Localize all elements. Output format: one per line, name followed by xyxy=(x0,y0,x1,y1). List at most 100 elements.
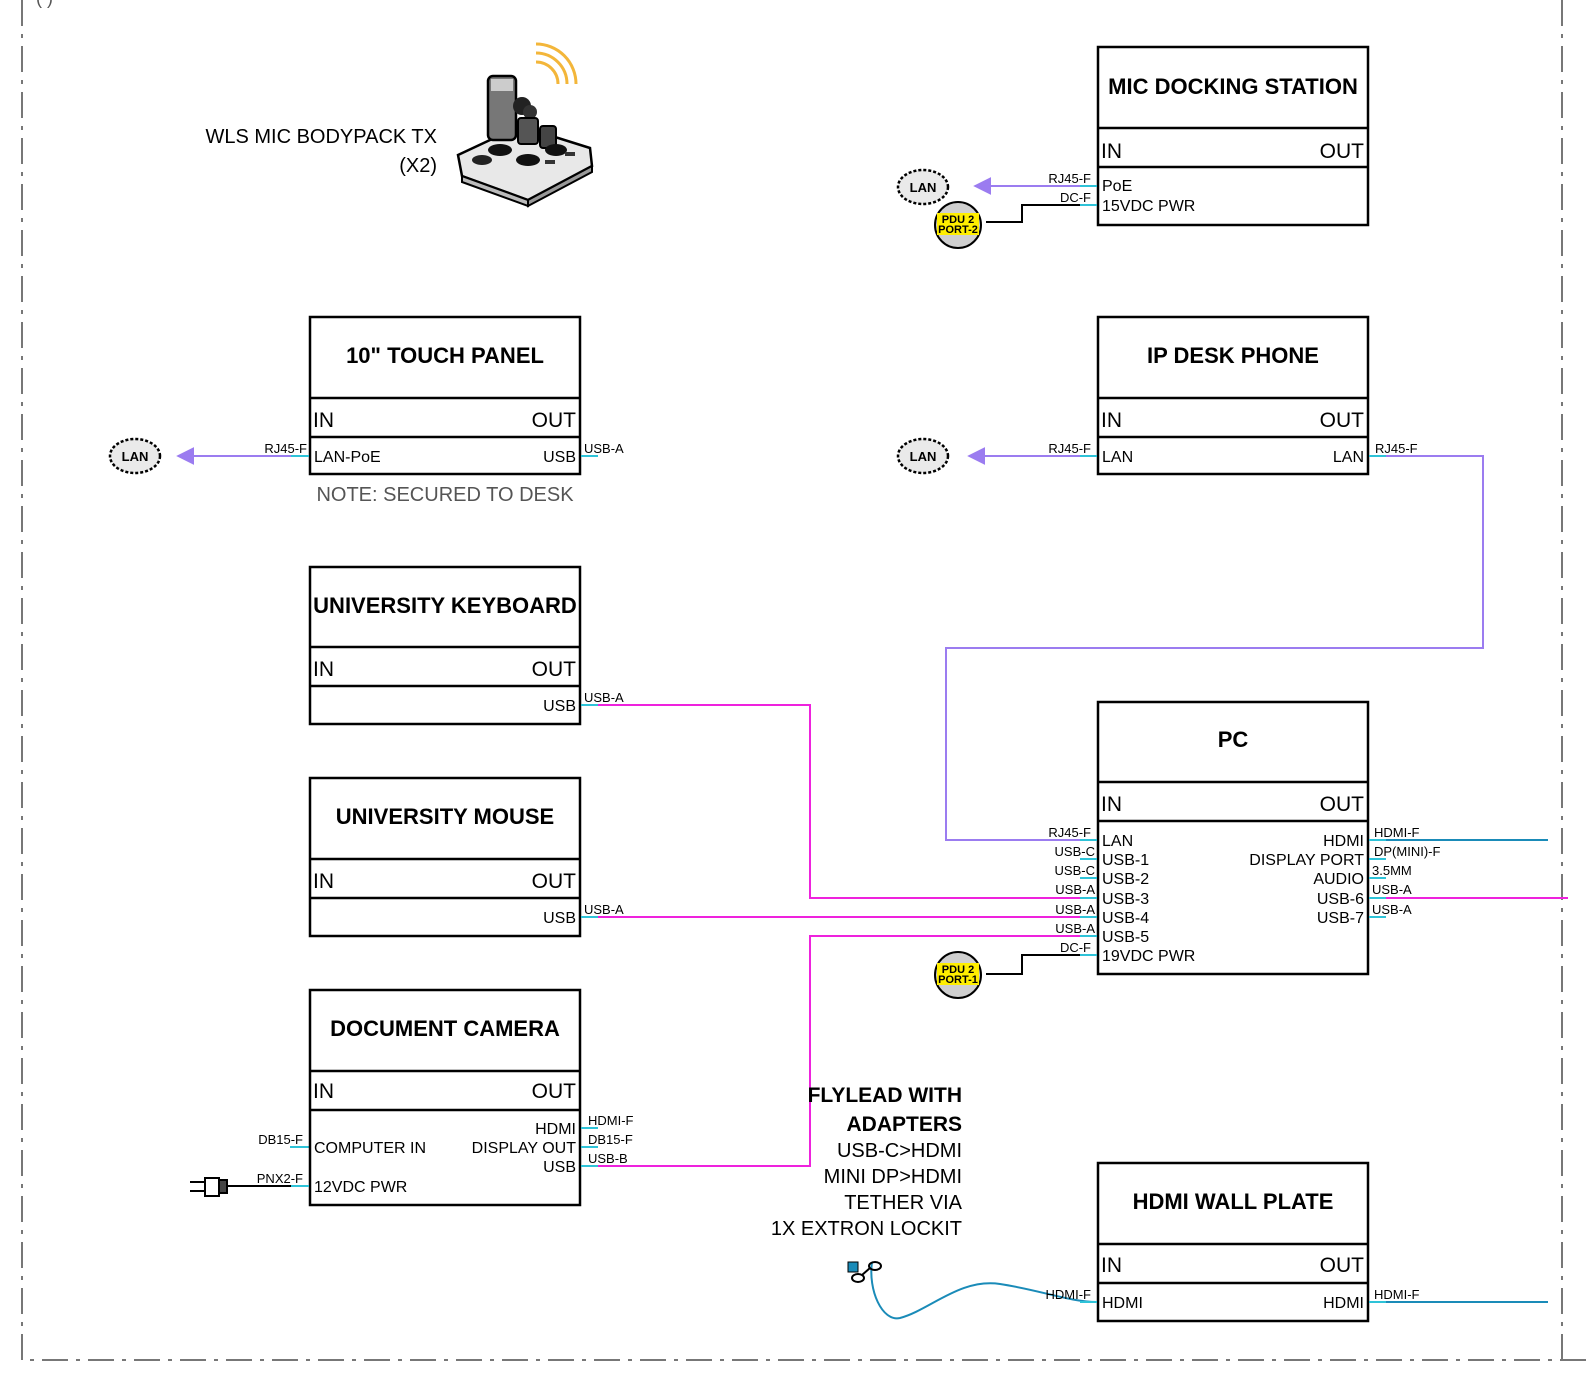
touch-title: 10" TOUCH PANEL xyxy=(346,343,544,368)
wire-keyboard-usb xyxy=(581,704,1097,899)
wire-mic-power xyxy=(986,204,1097,223)
pc-port-usb-1: USB-1 xyxy=(1102,852,1149,869)
wallplate-out-label: OUT xyxy=(1320,1254,1365,1277)
touch-conn-rj45: RJ45-F xyxy=(264,441,307,456)
mouse-out-label: OUT xyxy=(532,870,577,893)
pc-port-lan: LAN xyxy=(1102,833,1133,850)
mic-bodypack-charger-icon xyxy=(456,42,594,208)
wallplate-conn-out: HDMI-F xyxy=(1374,1287,1420,1302)
wires xyxy=(176,177,1568,1320)
mouse-port-usb: USB xyxy=(543,910,576,927)
doccam-title: DOCUMENT CAMERA xyxy=(330,1016,560,1041)
phone-conn-in: RJ45-F xyxy=(1048,441,1091,456)
flylead-line-4: 1X EXTRON LOCKIT xyxy=(771,1218,962,1240)
phone-title: IP DESK PHONE xyxy=(1147,343,1319,368)
mic-dock-out-label: OUT xyxy=(1320,140,1365,163)
pc-title: PC xyxy=(1218,727,1249,752)
device-pc: PC IN OUT LAN USB-1 USB-2 USB-3 USB-4 US… xyxy=(1048,700,1440,976)
pdu-port-1-badge: PDU 2 PORT-1 xyxy=(934,951,982,999)
phone-out-label: OUT xyxy=(1320,409,1365,432)
wire-pc-power xyxy=(986,954,1097,975)
pc-conn-usb-a-5: USB-A xyxy=(1055,921,1095,936)
doccam-conn-db15-in: DB15-F xyxy=(258,1132,303,1147)
mouse-title: UNIVERSITY MOUSE xyxy=(336,804,554,829)
device-mic-docking-station: MIC DOCKING STATION IN OUT PoE 15VDC PWR… xyxy=(1048,45,1370,227)
pc-conn-3-5mm: 3.5MM xyxy=(1372,863,1412,878)
flylead-line-2: MINI DP>HDMI xyxy=(824,1166,962,1188)
doccam-port-display-out: DISPLAY OUT xyxy=(472,1140,577,1157)
pc-conn-usb-a-4: USB-A xyxy=(1055,902,1095,917)
header-partial-text: ( ) xyxy=(36,0,53,8)
touch-port-usb: USB xyxy=(543,449,576,466)
doccam-conn-db15-out: DB15-F xyxy=(588,1132,633,1147)
wallplate-port-hdmi-in: HDMI xyxy=(1102,1295,1143,1312)
pc-port-hdmi-out: HDMI xyxy=(1323,833,1364,850)
pc-conn-hdmi-f: HDMI-F xyxy=(1374,825,1420,840)
doccam-port-hdmi-out: HDMI xyxy=(535,1121,576,1138)
wallplate-conn-in: HDMI-F xyxy=(1046,1287,1092,1302)
flylead-title-1: FLYLEAD WITH xyxy=(808,1084,962,1107)
keyboard-in-label: IN xyxy=(313,658,334,681)
lan-cloud-icon: LAN xyxy=(896,168,950,206)
lan-tag-mic: LAN xyxy=(910,180,937,195)
pc-port-usb-2: USB-2 xyxy=(1102,871,1149,888)
pdu-pc-line2: PORT-1 xyxy=(938,974,978,986)
mouse-conn-usb-a: USB-A xyxy=(584,902,624,917)
pc-in-label: IN xyxy=(1101,793,1122,816)
flylead-line-3: TETHER VIA xyxy=(844,1192,962,1214)
pc-port-usb-7: USB-7 xyxy=(1317,910,1364,927)
keyboard-title: UNIVERSITY KEYBOARD xyxy=(313,593,577,618)
mic-dock-conn-rj45: RJ45-F xyxy=(1048,171,1091,186)
pc-conn-usb-a-7: USB-A xyxy=(1372,902,1412,917)
pc-conn-dc: DC-F xyxy=(1060,940,1091,955)
doccam-port-computer-in: COMPUTER IN xyxy=(314,1140,426,1157)
lan-tag-phone: LAN xyxy=(910,449,937,464)
flylead-title-2: ADAPTERS xyxy=(846,1113,962,1136)
pc-port-displayport-out: DISPLAY PORT xyxy=(1249,852,1364,869)
doccam-port-usb: USB xyxy=(543,1159,576,1176)
flylead-adapter-icon xyxy=(847,1261,882,1283)
phone-port-lan-out: LAN xyxy=(1333,449,1364,466)
keyboard-out-label: OUT xyxy=(532,658,577,681)
pc-conn-usb-c-2: USB-C xyxy=(1055,863,1095,878)
phone-port-lan-in: LAN xyxy=(1102,449,1133,466)
touch-port-lan-poe: LAN-PoE xyxy=(314,449,381,466)
doccam-conn-hdmi-f: HDMI-F xyxy=(588,1113,634,1128)
doccam-conn-pnx2: PNX2-F xyxy=(257,1171,303,1186)
mouse-in-label: IN xyxy=(313,870,334,893)
mic-dock-in-label: IN xyxy=(1101,140,1122,163)
mic-bodypack-label-2: (X2) xyxy=(399,155,437,177)
phone-in-label: IN xyxy=(1101,409,1122,432)
device-hdmi-wall-plate: HDMI WALL PLATE IN OUT HDMI HDMI HDMI-F … xyxy=(1046,1161,1420,1323)
power-plug-icon xyxy=(190,1177,234,1197)
keyboard-conn-usb-a: USB-A xyxy=(584,690,624,705)
pdu-pc-line1: PDU 2 xyxy=(942,964,974,976)
lan-cloud-icon: LAN xyxy=(108,437,162,475)
mic-dock-title: MIC DOCKING STATION xyxy=(1108,74,1358,99)
device-ip-desk-phone: IP DESK PHONE IN OUT LAN LAN RJ45-F RJ45… xyxy=(1048,315,1418,476)
mic-bodypack-label-1: WLS MIC BODYPACK TX xyxy=(205,126,437,148)
phone-conn-out: RJ45-F xyxy=(1375,441,1418,456)
wire-phone-to-pc-lan xyxy=(945,455,1484,841)
flylead-line-1: USB-C>HDMI xyxy=(837,1140,962,1162)
pc-conn-usb-c-1: USB-C xyxy=(1055,844,1095,859)
pc-conn-usb-a-3: USB-A xyxy=(1055,882,1095,897)
pdu-mic-line2: PORT-2 xyxy=(938,224,978,236)
pc-port-usb-4: USB-4 xyxy=(1102,910,1149,927)
doccam-in-label: IN xyxy=(313,1080,334,1103)
pdu-port-2-badge: PDU 2 PORT-2 xyxy=(934,201,982,249)
doccam-out-label: OUT xyxy=(532,1080,577,1103)
doccam-port-power: 12VDC PWR xyxy=(314,1179,407,1196)
mic-dock-port-power: 15VDC PWR xyxy=(1102,198,1195,215)
mic-dock-port-poe: PoE xyxy=(1102,178,1132,195)
pc-conn-rj45: RJ45-F xyxy=(1048,825,1091,840)
touch-out-label: OUT xyxy=(532,409,577,432)
wallplate-port-hdmi-out: HDMI xyxy=(1323,1295,1364,1312)
device-university-keyboard: UNIVERSITY KEYBOARD IN OUT USB USB-A xyxy=(308,565,624,726)
pc-port-usb-3: USB-3 xyxy=(1102,891,1149,908)
touch-in-label: IN xyxy=(313,409,334,432)
lan-cloud-icon: LAN xyxy=(896,437,950,475)
pc-conn-dp-mini: DP(MINI)-F xyxy=(1374,844,1440,859)
pc-out-label: OUT xyxy=(1320,793,1365,816)
